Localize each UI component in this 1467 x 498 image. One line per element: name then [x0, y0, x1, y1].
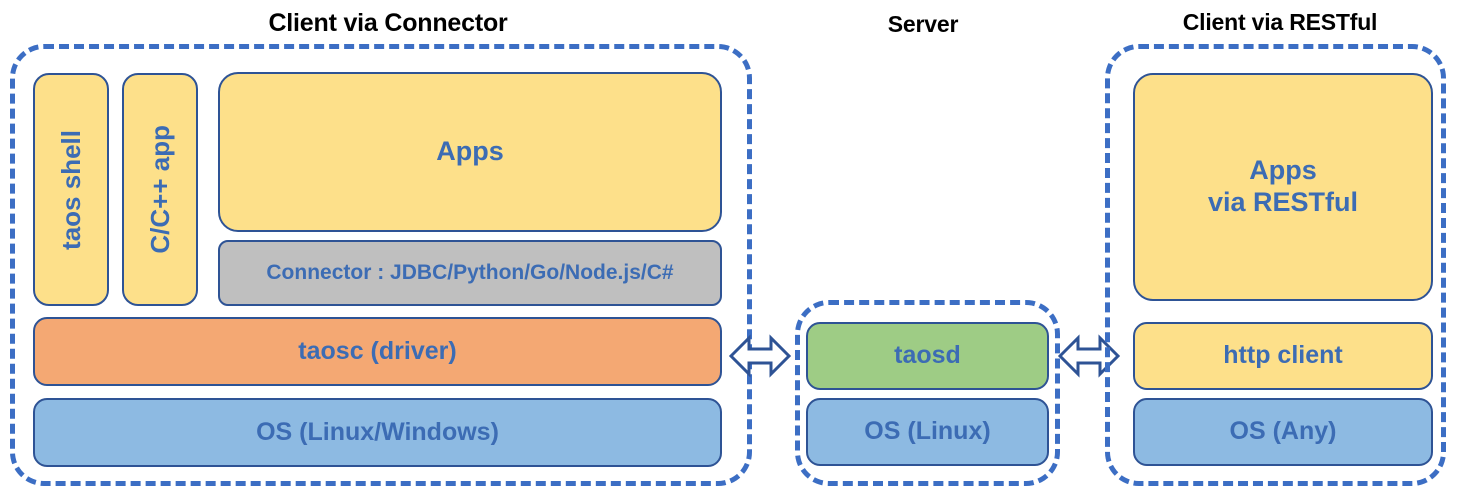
box-taosd-label: taosd — [894, 341, 961, 370]
box-taosc-driver[interactable]: taosc (driver) — [33, 317, 722, 386]
group-client-via-connector — [10, 44, 752, 486]
panel-title-server: Server — [887, 11, 959, 37]
box-os-any[interactable]: OS (Any) — [1133, 398, 1433, 466]
box-connector-libraries-label: Connector : JDBC/Python/Go/Node.js/C# — [266, 260, 674, 284]
box-os-any-label: OS (Any) — [1229, 417, 1337, 446]
panel-title-client-via-connector: Client via Connector — [268, 9, 508, 37]
box-connector-libraries[interactable]: Connector : JDBC/Python/Go/Node.js/C# — [218, 240, 722, 306]
panel-title-client-via-restful: Client via RESTful — [1182, 9, 1378, 35]
group-client-via-restful — [1105, 44, 1446, 486]
box-os-linux[interactable]: OS (Linux) — [806, 398, 1049, 466]
box-os-linux-windows-label: OS (Linux/Windows) — [256, 417, 499, 446]
box-taosc-driver-label: taosc (driver) — [298, 336, 457, 365]
box-taos-shell[interactable]: taos shell — [33, 73, 109, 306]
group-server — [795, 300, 1060, 486]
box-taos-shell-label: taos shell — [55, 129, 86, 250]
box-http-client[interactable]: http client — [1133, 322, 1433, 390]
box-os-linux-windows[interactable]: OS (Linux/Windows) — [33, 398, 722, 467]
box-c-cpp-app[interactable]: C/C++ app — [122, 73, 198, 306]
box-c-cpp-app-label: C/C++ app — [144, 125, 175, 254]
box-apps-connector[interactable]: Apps — [218, 72, 722, 232]
double-headed-arrow-icon-connector-server — [729, 327, 791, 385]
double-headed-arrow-icon-server-restful — [1058, 327, 1120, 385]
box-apps-via-restful[interactable]: Apps via RESTful — [1133, 73, 1433, 301]
box-apps-connector-label: Apps — [436, 136, 504, 167]
box-http-client-label: http client — [1223, 341, 1343, 370]
box-os-linux-label: OS (Linux) — [864, 417, 991, 446]
box-apps-via-restful-label: Apps via RESTful — [1207, 155, 1359, 217]
box-taosd[interactable]: taosd — [806, 322, 1049, 390]
